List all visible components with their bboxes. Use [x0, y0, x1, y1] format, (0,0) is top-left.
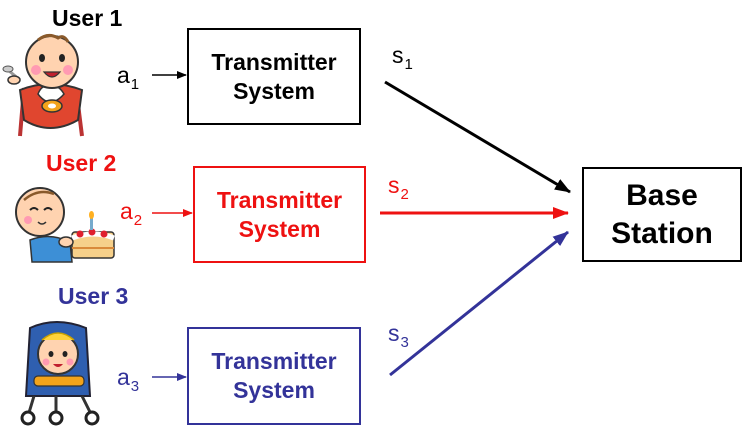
output-symbol: s — [388, 320, 400, 346]
input-signal-user3: a3 — [117, 364, 139, 395]
baby-high-chair-icon — [2, 33, 84, 137]
base-station-line1: Base — [626, 178, 698, 212]
baby-birthday-cake-icon — [15, 187, 115, 263]
input-index: 1 — [130, 76, 140, 93]
user-1-label: User 1 — [52, 5, 123, 31]
box-line2: System — [233, 77, 315, 104]
box-line1: Transmitter — [211, 348, 337, 374]
output-signal-user2: s2 — [388, 172, 409, 203]
input-signal-user1: a1 — [117, 62, 139, 93]
base-station-line2: Station — [611, 216, 713, 250]
box-line1: Transmitter — [211, 48, 337, 75]
output-index: 3 — [400, 334, 409, 351]
user-3-label: User 3 — [58, 283, 129, 309]
input-index: 3 — [130, 378, 140, 395]
output-arrow-user1 — [384, 80, 571, 194]
output-signal-user1: s1 — [392, 42, 413, 73]
box-line2: System — [238, 215, 321, 242]
output-symbol: s — [388, 172, 400, 198]
output-signal-user3: s3 — [388, 320, 409, 351]
input-symbol: a — [120, 198, 133, 224]
input-symbol: a — [117, 364, 130, 390]
input-index: 2 — [133, 212, 143, 229]
output-symbol: s — [392, 42, 404, 68]
box-line2: System — [233, 377, 315, 403]
output-index: 2 — [400, 186, 409, 203]
output-arrow-user3 — [389, 230, 569, 377]
box-line1: Transmitter — [216, 186, 343, 213]
input-symbol: a — [117, 62, 130, 88]
input-signal-user2: a2 — [120, 198, 142, 229]
baby-stroller-icon — [20, 321, 100, 426]
user-2-label: User 2 — [46, 150, 117, 176]
output-index: 1 — [404, 56, 413, 73]
